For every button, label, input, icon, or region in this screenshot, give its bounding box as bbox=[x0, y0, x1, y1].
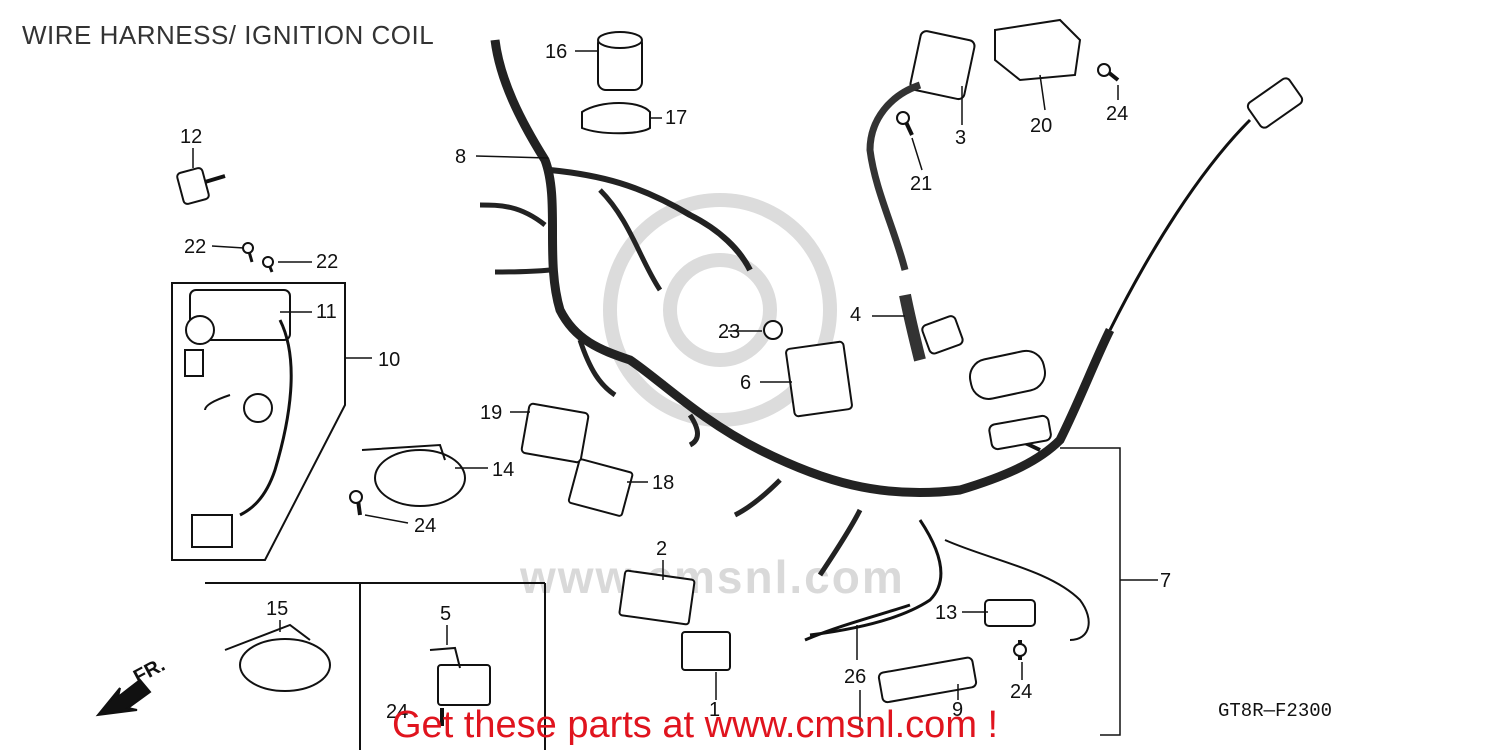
lead-connector bbox=[1246, 77, 1304, 129]
callout-17: 17 bbox=[665, 107, 687, 129]
relay-19 bbox=[520, 402, 590, 464]
switch-11 bbox=[189, 289, 291, 341]
callout-21: 21 bbox=[910, 173, 932, 195]
callout-5: 5 bbox=[440, 603, 451, 625]
section-divider bbox=[205, 582, 546, 750]
callout-9: 9 bbox=[952, 699, 963, 721]
watermark-logo bbox=[603, 193, 837, 427]
wire-26 bbox=[804, 603, 911, 642]
callout-4: 4 bbox=[850, 304, 861, 326]
long-lead bbox=[1108, 118, 1252, 331]
harness-branch-lower bbox=[577, 339, 617, 398]
horn-15 bbox=[239, 638, 331, 692]
socket-1 bbox=[681, 631, 731, 671]
callout-26: 26 bbox=[844, 666, 866, 688]
callout-24a: 24 bbox=[1106, 103, 1128, 125]
callout-18: 18 bbox=[652, 472, 674, 494]
key-in-switch bbox=[184, 349, 204, 377]
terminal-connectors bbox=[988, 414, 1052, 451]
harness-branch-left bbox=[479, 202, 547, 227]
front-arrow bbox=[95, 678, 152, 717]
seat-lock bbox=[243, 393, 273, 423]
harness-ground-loop bbox=[809, 519, 943, 637]
harness-branch-left2 bbox=[494, 267, 551, 275]
fuse-holder-13 bbox=[984, 599, 1036, 627]
callout-7: 7 bbox=[1160, 570, 1171, 592]
callout-24c: 24 bbox=[386, 701, 408, 723]
ignition-coil-3 bbox=[909, 30, 976, 101]
fuse-box-9 bbox=[877, 656, 978, 704]
promo-link-text[interactable]: Get these parts at www.cmsnl.com ! bbox=[392, 704, 999, 746]
grommet-23 bbox=[763, 320, 783, 340]
callout-10: 10 bbox=[378, 349, 400, 371]
relay-5 bbox=[437, 664, 491, 706]
switch-group-10-frame bbox=[171, 282, 346, 561]
band-17 bbox=[581, 102, 651, 135]
callout-24d: 24 bbox=[1010, 681, 1032, 703]
callout-11: 11 bbox=[316, 301, 337, 323]
diagram-title: WIRE HARNESS/ IGNITION COIL bbox=[22, 20, 435, 50]
group-bracket-7 bbox=[1060, 447, 1158, 736]
harness-branch-bottom bbox=[733, 478, 782, 518]
condenser bbox=[968, 349, 1046, 400]
coil-high-tension-lead bbox=[866, 81, 922, 271]
harness-branch-mid bbox=[598, 188, 663, 292]
plug-cap-4 bbox=[899, 293, 926, 362]
callout-8: 8 bbox=[455, 146, 466, 168]
callout-14: 14 bbox=[492, 459, 514, 481]
callout-3: 3 bbox=[955, 127, 966, 149]
diagram-code: GT8R—F2300 bbox=[1218, 700, 1333, 722]
callout-22a: 22 bbox=[184, 236, 206, 258]
harness-branch-relays bbox=[687, 413, 700, 448]
callout-22b: 22 bbox=[316, 251, 338, 273]
cdi-unit-6 bbox=[785, 340, 853, 418]
leader-lines bbox=[192, 50, 1119, 730]
callout-16: 16 bbox=[545, 41, 567, 63]
callout-23: 23 bbox=[718, 321, 740, 343]
callout-6: 6 bbox=[740, 372, 751, 394]
switch-connector bbox=[191, 514, 233, 548]
key-12 bbox=[176, 167, 210, 205]
callout-20: 20 bbox=[1030, 115, 1052, 137]
callout-labels: 16 17 8 12 22 22 11 10 23 6 4 3 20 24 21… bbox=[130, 41, 1171, 723]
callout-24b: 24 bbox=[414, 515, 436, 537]
unit-2 bbox=[618, 569, 696, 626]
watermark-text: www.cmsnl.com bbox=[520, 551, 905, 603]
callout-12: 12 bbox=[180, 126, 202, 148]
harness-branch-top bbox=[549, 167, 753, 272]
callout-19: 19 bbox=[480, 402, 502, 424]
callout-2: 2 bbox=[656, 538, 667, 560]
harness-branch-bottom2 bbox=[817, 508, 863, 577]
callout-13: 13 bbox=[935, 602, 957, 624]
callout-1: 1 bbox=[709, 699, 720, 721]
callout-15: 15 bbox=[266, 598, 288, 620]
relay-18 bbox=[567, 458, 634, 517]
bracket-20 bbox=[994, 18, 1082, 82]
horn-14 bbox=[374, 449, 466, 507]
main-harness bbox=[490, 39, 1115, 498]
